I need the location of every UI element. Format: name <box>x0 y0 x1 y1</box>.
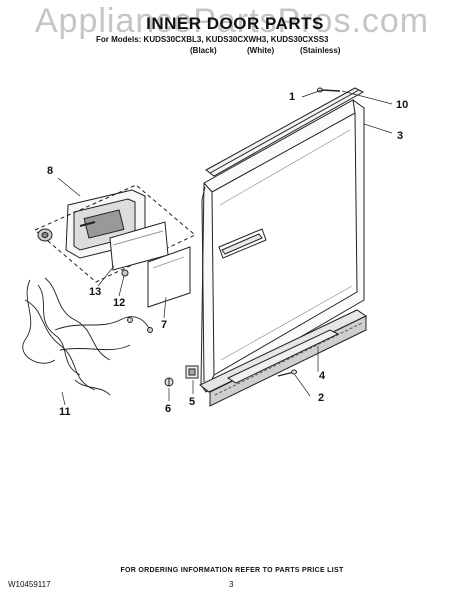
top-trim-strip <box>205 87 365 177</box>
document-id: W10459117 <box>8 580 51 589</box>
page-number: 3 <box>229 580 234 589</box>
bottom-screw <box>277 369 297 377</box>
callout-6: 6 <box>165 403 172 415</box>
ordering-note: FOR ORDERING INFORMATION REFER TO PARTS … <box>120 567 344 574</box>
variant-stainless: (Stainless) <box>300 46 341 55</box>
inner-door-panel <box>200 99 365 393</box>
callout-13: 13 <box>89 286 102 298</box>
top-screw <box>317 87 341 93</box>
callout-4: 4 <box>319 370 326 382</box>
callout-1: 1 <box>289 91 296 103</box>
board-screw <box>121 269 129 277</box>
callout-8: 8 <box>47 165 54 177</box>
label-card <box>147 246 191 308</box>
callout-7: 7 <box>161 319 168 331</box>
variant-black: (Black) <box>190 46 217 55</box>
control-module <box>65 189 146 259</box>
page-title: INNER DOOR PARTS <box>146 14 324 33</box>
wire-harness <box>22 277 153 396</box>
callout-5: 5 <box>189 396 196 408</box>
hinge-screw <box>164 377 174 387</box>
callout-2: 2 <box>318 392 325 404</box>
variant-white: (White) <box>247 46 275 55</box>
callout-11: 11 <box>59 406 71 418</box>
callout-12: 12 <box>113 297 126 309</box>
knob <box>37 228 53 242</box>
callout-3: 3 <box>397 130 404 142</box>
bottom-trim <box>226 329 340 384</box>
models-line: For Models: KUDS30CXBL3, KUDS30CXWH3, KU… <box>96 35 329 44</box>
latch-bracket <box>185 365 199 379</box>
callout-10: 10 <box>396 99 409 111</box>
